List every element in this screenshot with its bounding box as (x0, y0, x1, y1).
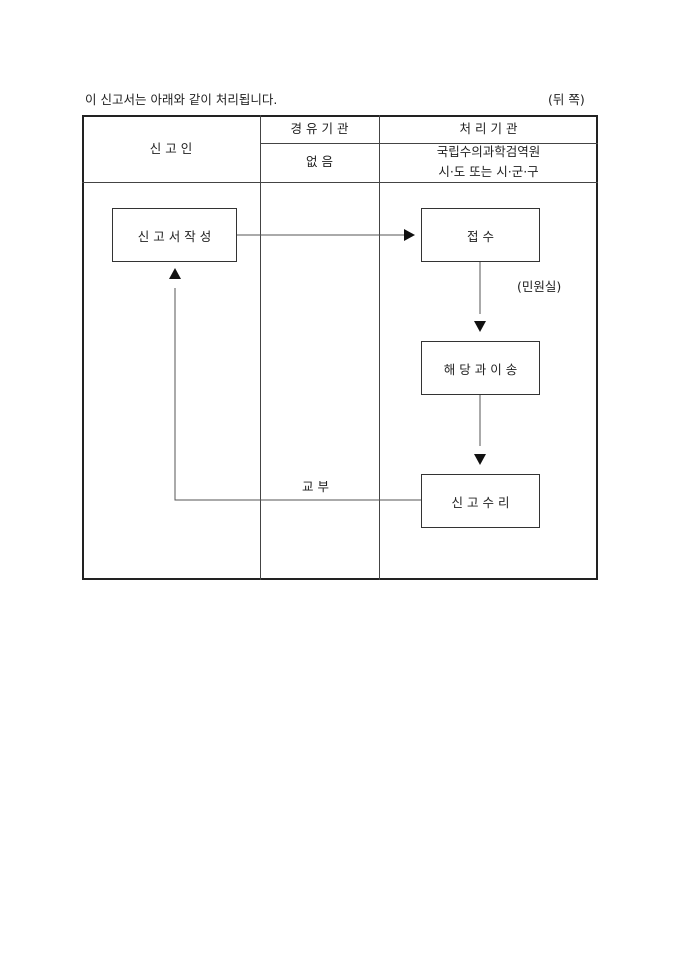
arrow-head-up (169, 268, 181, 279)
arrow-head-right (404, 229, 415, 241)
processing-agency-line2: 시·도 또는 시·군·구 (438, 164, 539, 179)
row-divider (260, 143, 598, 144)
deliver-label: 교 부 (302, 479, 329, 494)
column-divider (379, 115, 380, 580)
step-write-form: 신 고 서 작 성 (112, 208, 237, 262)
applicant-header: 신 고 인 (149, 141, 193, 156)
arrow-head-down (474, 321, 486, 332)
via-agency-header: 경 유 기 관 (290, 121, 349, 136)
column-divider (260, 115, 261, 580)
process-table (82, 115, 598, 580)
arrow-head-down (474, 454, 486, 465)
receive-note: (민원실) (517, 279, 562, 294)
step-transfer: 해 당 과 이 송 (421, 341, 540, 395)
intro-text: 이 신고서는 아래와 같이 처리됩니다. (85, 92, 278, 107)
processing-agency-line1: 국립수의과학검역원 (436, 144, 541, 159)
via-agency-value: 없 음 (306, 154, 333, 169)
step-receive: 접 수 (421, 208, 540, 262)
page-side-label: (뒤 쪽) (548, 92, 585, 107)
arrow-accept-to-applicant (174, 288, 421, 501)
step-accept: 신 고 수 리 (421, 474, 540, 528)
header-divider (82, 182, 598, 183)
processing-agency-header: 처 리 기 관 (459, 121, 518, 136)
